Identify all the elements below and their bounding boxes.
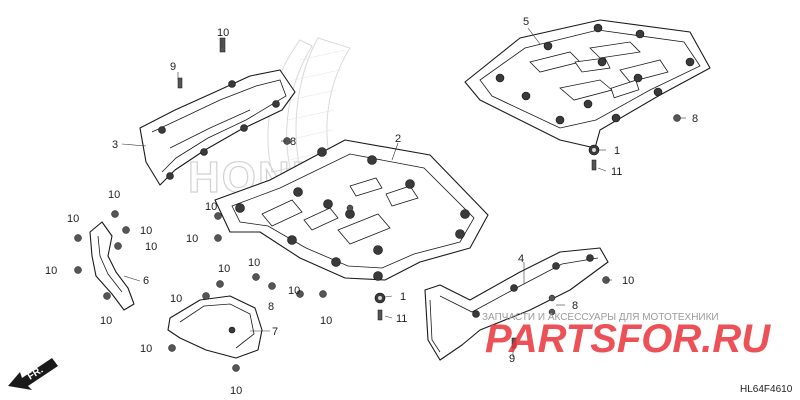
part-6-left-guard	[89, 221, 135, 311]
callout-10: 10	[218, 263, 230, 275]
callout-10: 10	[45, 265, 57, 277]
part-4-side-guard	[424, 247, 609, 361]
callout-10: 10	[145, 241, 157, 253]
watermark-tagline: ЗАПЧАСТИ И АКСЕССУАРЫ ДЛЯ МОТОТЕХНИКИ	[482, 312, 719, 323]
front-direction-arrow: FR.	[8, 358, 58, 390]
callout-5: 5	[523, 16, 529, 28]
callout-1-bottom: 1	[400, 291, 406, 303]
callout-8-right-top: 8	[692, 113, 698, 125]
diagram-code: HL64F4610	[740, 384, 793, 395]
callout-10: 10	[186, 233, 198, 245]
callout-8-center: 8	[268, 301, 274, 313]
part-4-grommets	[472, 254, 594, 318]
callout-10-right: 10	[622, 275, 634, 287]
part-3-grommets	[158, 80, 280, 180]
callout-11-top: 11	[611, 166, 622, 178]
callout-8-right-bottom: 8	[572, 300, 578, 312]
part-5-skid-plate	[464, 19, 711, 149]
callout-2: 2	[395, 133, 401, 145]
callout-10: 10	[205, 201, 217, 213]
part-3-front-guard	[139, 69, 296, 186]
callout-9-bottom: 9	[509, 353, 515, 365]
site-watermark: ЗАПЧАСТИ И АКСЕССУАРЫ ДЛЯ МОТОТЕХНИКИ PA…	[482, 312, 771, 361]
callout-4: 4	[518, 253, 524, 265]
callout-10: 10	[248, 257, 260, 269]
callout-labels: 5 2 3 4 6 7 1 1 8 8 8 8 9 9 10 10 10 10 …	[45, 16, 698, 397]
watermark-site: PARTSFOR.RU	[485, 317, 771, 361]
callout-1-top: 1	[614, 145, 620, 157]
callout-10: 10	[100, 315, 112, 327]
callout-7: 7	[272, 326, 278, 338]
callout-10: 10	[108, 189, 120, 201]
callout-6: 6	[143, 275, 149, 287]
part-7-center-guard	[167, 295, 263, 359]
callout-11-bottom: 11	[396, 313, 407, 325]
callout-9-top: 9	[170, 61, 176, 73]
part-5-grommets	[495, 23, 695, 125]
callout-10: 10	[320, 315, 332, 327]
callout-3: 3	[112, 139, 118, 151]
callout-8-left: 8	[290, 136, 296, 148]
callout-10: 10	[170, 293, 182, 305]
part-2-grommets	[235, 147, 470, 281]
leader-lines	[121, 27, 686, 357]
callout-10: 10	[288, 285, 300, 297]
callout-10: 10	[230, 385, 242, 397]
fasteners	[74, 37, 681, 372]
callout-10: 10	[140, 225, 152, 237]
callout-10: 10	[140, 343, 152, 355]
callout-10: 10	[67, 213, 79, 225]
callout-10-top: 10	[217, 27, 229, 39]
